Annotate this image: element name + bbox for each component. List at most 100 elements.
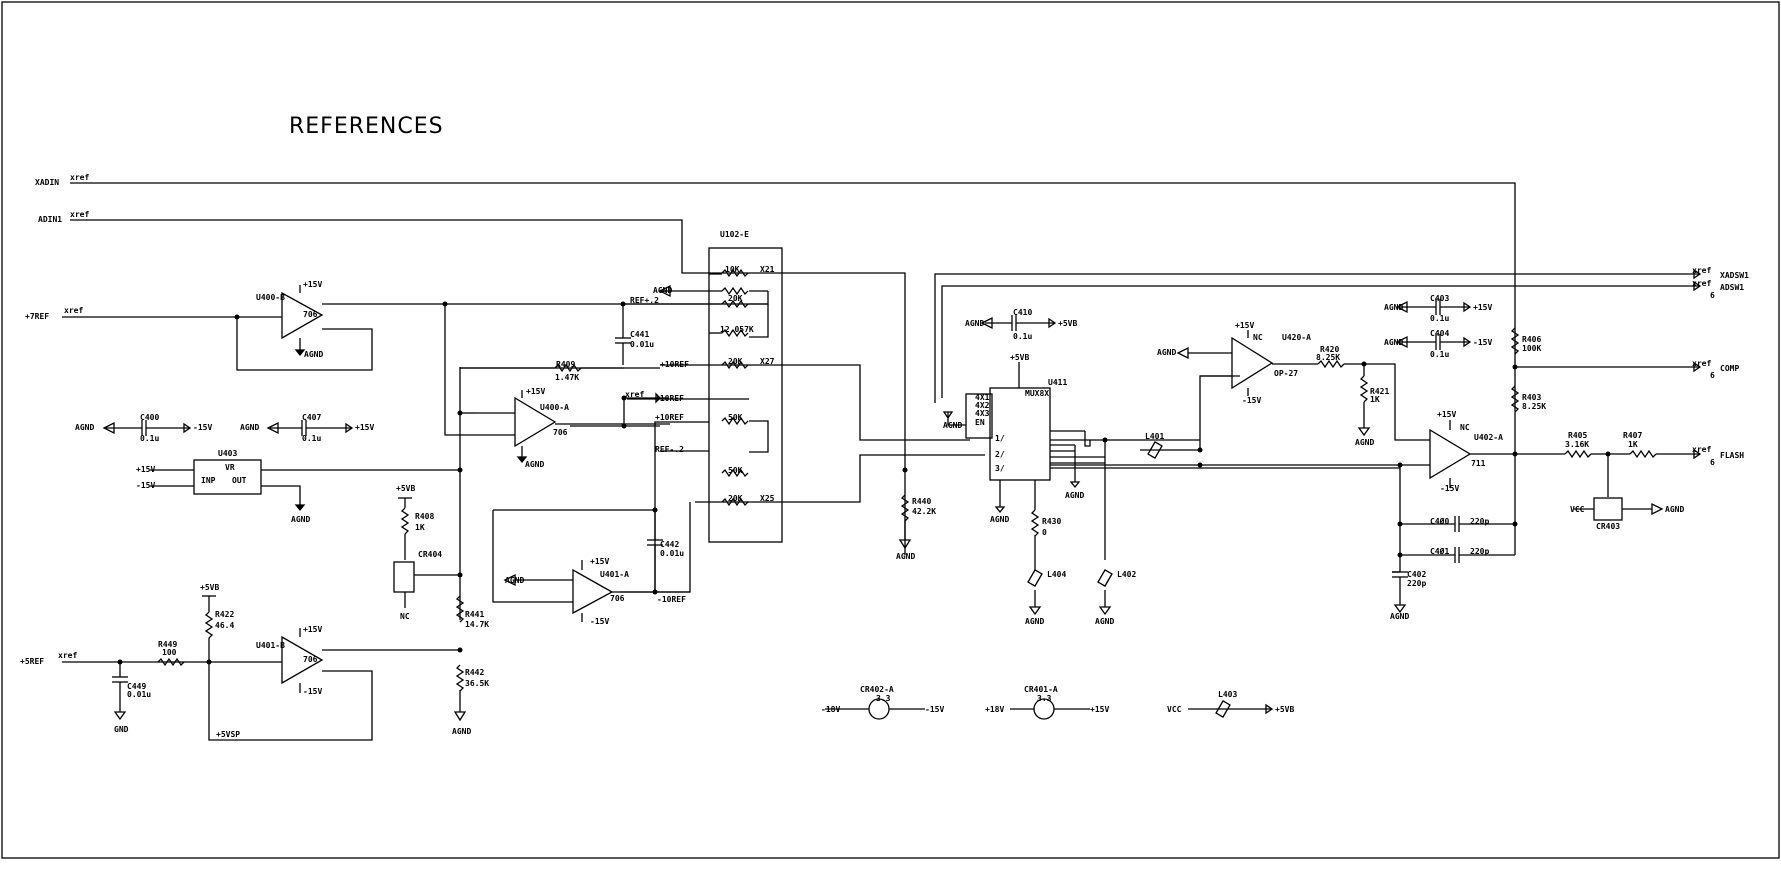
c407-label: C407 — [302, 413, 322, 422]
rail-label: +5VB — [1275, 705, 1295, 714]
rail-label: +15V — [303, 280, 323, 289]
port-comp[interactable]: COMP — [1720, 364, 1740, 373]
xref-label: xref — [1692, 279, 1712, 288]
xref-label: xref — [70, 210, 90, 219]
agnd-label: AGND — [1157, 348, 1177, 357]
u402a-opamp — [1429, 428, 1472, 480]
res-value: 50K — [728, 466, 743, 475]
c442-value: 0.01u — [660, 549, 685, 558]
c449-label: C449 — [127, 682, 147, 691]
rail-label: +15V — [590, 557, 610, 566]
l403-label: L403 — [1218, 690, 1238, 699]
u102e-block — [708, 247, 783, 543]
mux-pin: 4X2 — [975, 401, 990, 410]
u400b-opamp — [281, 291, 324, 340]
pin-six: 6 — [1710, 458, 1715, 467]
pin-six: 6 — [1710, 371, 1715, 380]
r449-value: 100 — [162, 648, 177, 657]
r422-label: R422 — [215, 610, 235, 619]
agnd-label: AGND — [1025, 617, 1045, 626]
opamp-type: 706 — [303, 310, 318, 319]
xref-label: xref — [1692, 445, 1712, 454]
xref-label: xref — [1692, 266, 1712, 275]
r440-value: 42.2K — [912, 507, 937, 516]
rail-label: -15V — [303, 687, 323, 696]
agnd-label: AGND — [896, 552, 916, 561]
rail-label: +15V — [526, 387, 546, 396]
r406-label: R406 — [1522, 335, 1542, 344]
rail-label: +15V — [1235, 321, 1255, 330]
r430-label: R430 — [1042, 517, 1062, 526]
rail-label: -15V — [925, 705, 945, 714]
rail-label: -15V — [1242, 396, 1262, 405]
port-xadin[interactable]: XADIN — [35, 178, 60, 187]
c402-label: C402 — [1407, 570, 1427, 579]
u420a-opamp — [1231, 336, 1274, 390]
rail-label: +5VB — [1010, 353, 1030, 362]
page-title: REFERENCES — [289, 114, 444, 139]
u403-vr: VR — [225, 463, 235, 472]
port-adsw1[interactable]: ADSW1 — [1720, 283, 1745, 292]
c407-value: 0.1u — [302, 434, 322, 443]
l404-label: L404 — [1047, 570, 1067, 579]
net-adin1 — [70, 219, 722, 274]
net-p10ref: +10REF — [660, 360, 689, 369]
cr403-label: CR403 — [1596, 522, 1621, 531]
port-adin1[interactable]: ADIN1 — [38, 215, 63, 224]
gnd-label: GND — [114, 725, 129, 734]
r421-label: R421 — [1370, 387, 1390, 396]
agnd-label: AGND — [525, 460, 545, 469]
net-ref2: REF+.2 — [630, 296, 659, 305]
u401a-label: U401-A — [600, 570, 629, 579]
r409-value: 1.47K — [555, 373, 580, 382]
cr402a-value: 3.3 — [876, 694, 891, 703]
r406-value: 100K — [1522, 344, 1542, 353]
rail-label: -15V — [1473, 338, 1493, 347]
net-refm2: REF-.2 — [655, 445, 684, 454]
r407-label: R407 — [1623, 431, 1643, 440]
rail-label: +15V — [355, 423, 375, 432]
mux-pin: 3/ — [995, 464, 1005, 473]
rail-label: +18V — [985, 705, 1005, 714]
rail-label: +5VB — [396, 484, 416, 493]
u401a-opamp — [572, 568, 614, 615]
c405-value: 220p — [1470, 517, 1490, 526]
agnd-label: AGND — [291, 515, 311, 524]
r441-value: 14.7K — [465, 620, 490, 629]
port-7ref[interactable]: +7REF — [25, 312, 50, 321]
pin-label: X27 — [760, 357, 775, 366]
port-5ref[interactable]: +5REF — [20, 657, 45, 666]
agnd-label: AGND — [505, 576, 525, 585]
opamp-type: 711 — [1471, 459, 1486, 468]
cr401a-value: 3.3 — [1037, 694, 1052, 703]
r405-label: R405 — [1568, 431, 1588, 440]
cr403-diode — [1593, 497, 1623, 521]
c405-label: C4Ø0 — [1430, 517, 1450, 526]
rail-label: +15V — [1473, 303, 1493, 312]
agnd-label: AGND — [653, 286, 673, 295]
cr404-diode — [393, 561, 415, 593]
c400-label: C400 — [140, 413, 160, 422]
rail-label: +15V — [136, 465, 156, 474]
nc-label: NC — [1253, 333, 1263, 342]
u411-mux — [989, 387, 1051, 481]
r408-label: R408 — [415, 512, 435, 521]
res-value: 20K — [728, 357, 743, 366]
r440-label: R440 — [912, 497, 932, 506]
agnd-label: AGND — [965, 319, 985, 328]
nc-label: NC — [1460, 423, 1470, 432]
agnd-label: AGND — [1665, 505, 1685, 514]
u401b-opamp — [281, 635, 324, 685]
u420a-label: U420-A — [1282, 333, 1311, 342]
cr402a-label: CR402-A — [860, 685, 894, 694]
r442-label: R442 — [465, 668, 485, 677]
mux-pin: EN — [975, 418, 985, 427]
c404-value: 0.1u — [1430, 350, 1450, 359]
agnd-label: AGND — [1355, 438, 1375, 447]
opamp-type: 706 — [553, 428, 568, 437]
r430-value: 0 — [1042, 528, 1047, 537]
port-xadsw1[interactable]: XADSW1 — [1720, 271, 1749, 280]
port-flash[interactable]: FLASH — [1720, 451, 1745, 460]
agnd-label: AGND — [1095, 617, 1115, 626]
